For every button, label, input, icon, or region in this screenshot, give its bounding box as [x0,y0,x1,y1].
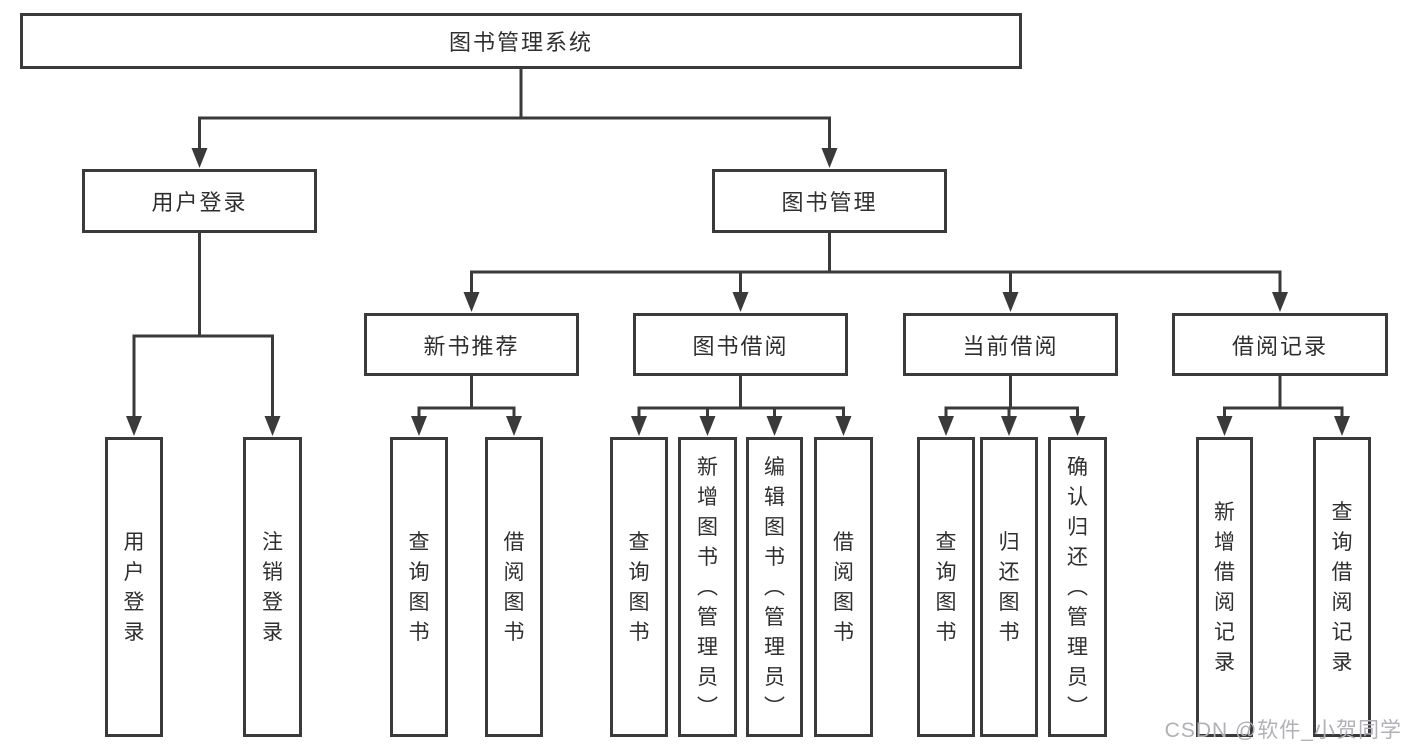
node-label: 归还图书 [998,530,1020,644]
node-cb-query-books: 查询图书 [917,437,975,737]
node-label: 查询图书 [935,530,957,644]
node-label: 用户登录 [123,530,145,644]
node-label: 查询借阅记录 [1331,500,1353,674]
node-label: 图书管理系统 [448,30,593,55]
node-label: 借阅图书 [503,530,525,644]
node-label: 查询图书 [628,530,650,644]
node-label: 查询图书 [408,530,430,644]
node-cb-confirm-return: 确认归还︵管理员︶ [1048,437,1107,737]
node-nb-query-books: 查询图书 [390,437,448,737]
node-label: 新增借阅记录 [1214,500,1235,674]
node-label: 当前借阅 [962,333,1059,359]
node-book-borrow: 图书借阅 [633,313,848,376]
node-label: 编辑图书︵管理员︶ [764,455,785,719]
node-login-leaf: 用户登录 [105,437,163,737]
node-label: 借阅图书 [833,530,854,644]
node-nb-borrow-books: 借阅图书 [485,437,543,737]
node-label: 新书推荐 [423,333,520,359]
node-library-system: 图书管理系统 [20,13,1022,69]
node-logout-leaf: 注销登录 [243,437,302,737]
node-user-login: 用户登录 [82,169,317,233]
node-label: 用户登录 [151,190,248,215]
node-label: 确认归还︵管理员︶ [1067,455,1088,719]
node-label: 注销登录 [262,530,283,644]
node-book-management: 图书管理 [712,169,947,233]
node-br-add-record: 新增借阅记录 [1196,437,1253,737]
node-bb-borrow-books: 借阅图书 [814,437,873,737]
node-label: 图书管理 [781,190,878,215]
node-bb-query-books: 查询图书 [610,437,668,737]
node-label: 图书借阅 [692,333,789,359]
node-label: 借阅记录 [1231,333,1328,359]
node-bb-add-books: 新增图书︵管理员︶ [678,437,737,737]
node-br-query-record: 查询借阅记录 [1313,437,1371,737]
node-bb-edit-books: 编辑图书︵管理员︶ [746,437,803,737]
node-new-book-recommend: 新书推荐 [364,313,579,376]
csdn-watermark: CSDN @软件_小贺同学 [1164,719,1402,742]
node-cb-return-books: 归还图书 [980,437,1038,737]
node-label: 新增图书︵管理员︶ [697,455,718,719]
node-current-borrow: 当前借阅 [903,313,1118,376]
node-borrow-records: 借阅记录 [1172,313,1388,376]
